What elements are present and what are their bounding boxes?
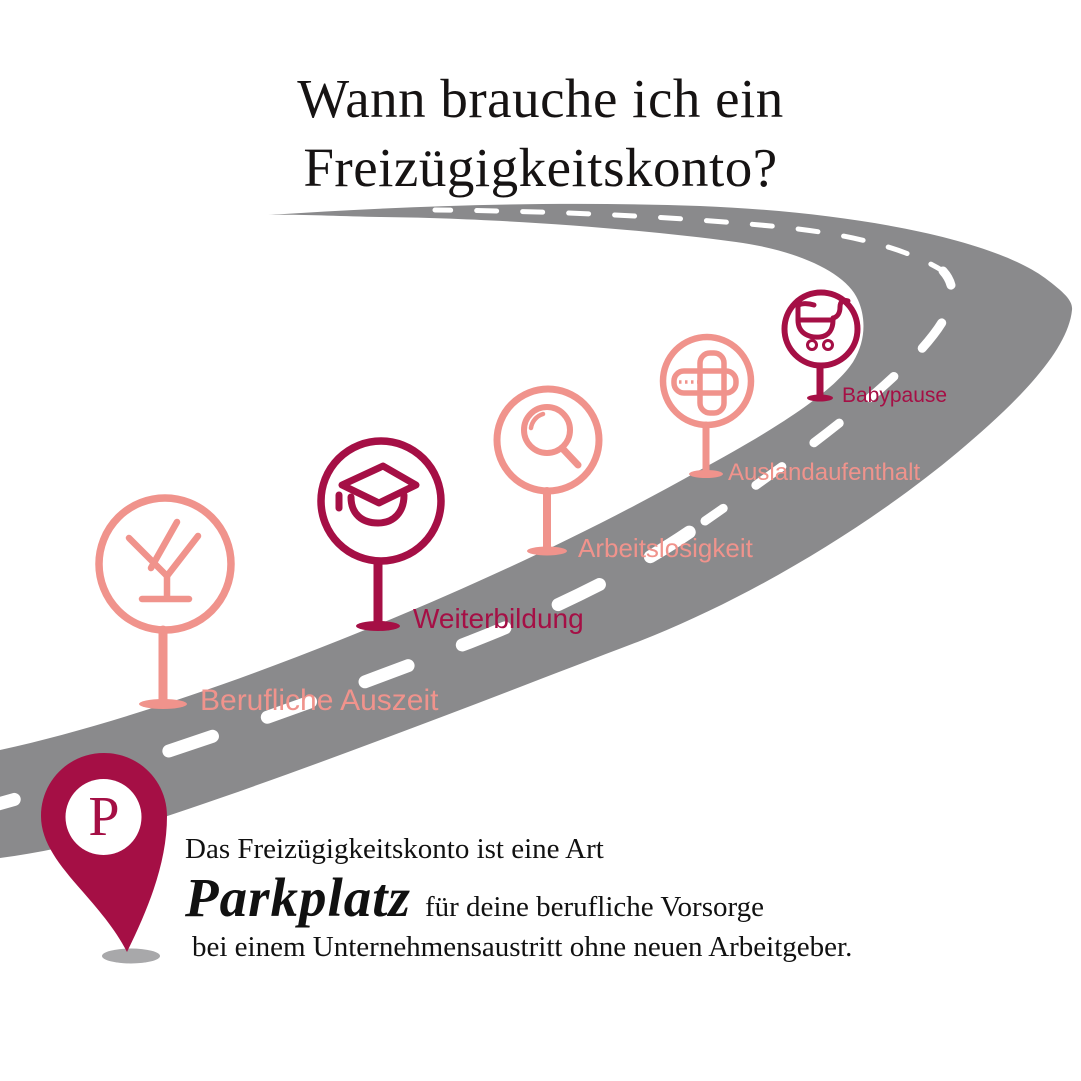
graduation-cap-icon [335,462,420,527]
page-title-line2: Freizügigkeitskonto? [303,137,778,198]
milestone-label-berufliche-auszeit: Berufliche Auszeit [200,684,439,717]
airplane-icon [671,350,739,416]
map-pin-icon [41,753,167,952]
footer-highlight: Parkplatz [185,867,411,928]
milestone-sign-babypause [781,289,861,402]
footer-line2: bei einem Unternehmensaustritt ohne neue… [192,931,853,963]
pin-letter: P [88,786,120,848]
page-title: Wann brauche ich ein Freizügigkeitskonto… [0,64,1081,202]
page-title-line1: Wann brauche ich ein [297,68,784,129]
magnifier-icon [521,404,582,469]
milestone-label-babypause: Babypause [842,384,948,407]
milestone-label-auslandaufenthalt: Auslandaufenthalt [728,459,921,486]
footer-after-highlight: für deine berufliche Vorsorge [424,891,765,923]
footer-intro: Das Freizügigkeitskonto ist eine Art [185,833,604,865]
milestone-label-weiterbildung: Weiterbildung [413,603,584,634]
milestone-sign-berufliche-auszeit [95,494,235,709]
footer-middle: Parkplatz für deine berufliche Vorsorge [185,866,764,929]
milestone-sign-arbeitslosigkeit [493,385,603,556]
stroller-icon [795,297,851,351]
pin-shadow [102,948,160,964]
milestone-label-arbeitslosigkeit: Arbeitslosigkeit [578,533,753,563]
road [0,203,1073,859]
pin-circle [65,779,142,855]
milestone-sign-weiterbildung [317,437,445,631]
cocktail-icon [125,518,202,603]
milestone-sign-auslandaufenthalt [659,333,755,478]
